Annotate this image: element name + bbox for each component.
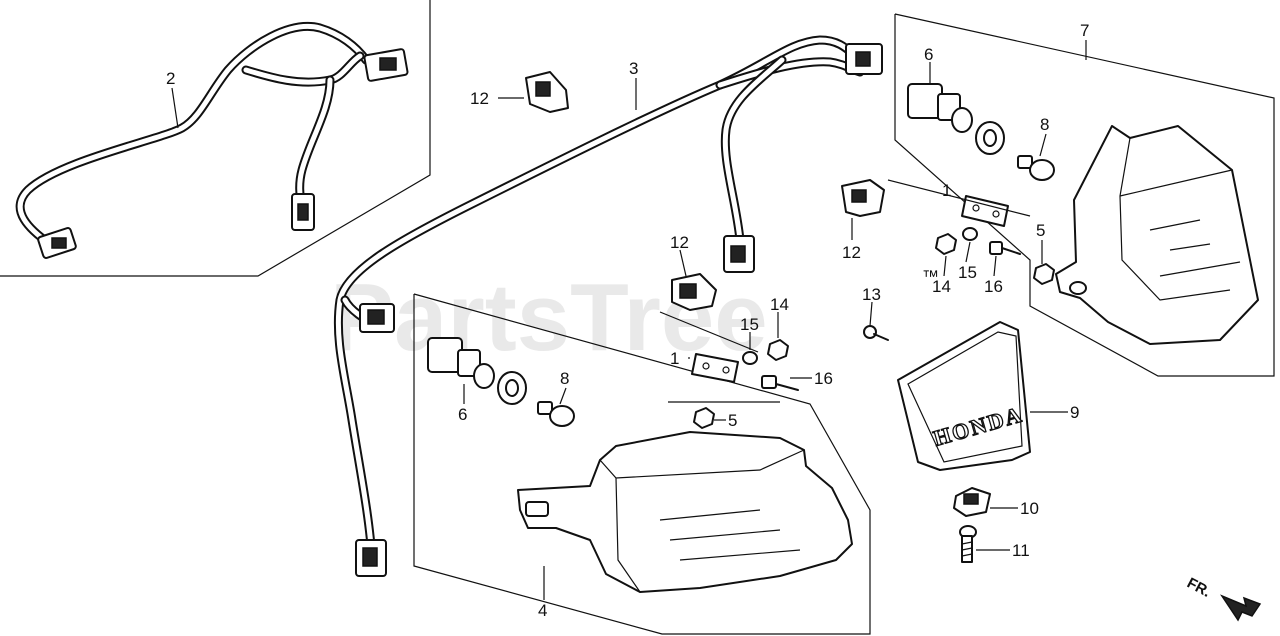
- screw-11[interactable]: [959, 525, 977, 563]
- callout-16-right: 16: [984, 277, 1003, 296]
- bracket-1-left[interactable]: [691, 353, 739, 383]
- watermark-trademark: ™: [922, 267, 939, 286]
- callout-12-middle: 12: [670, 233, 689, 252]
- callout-8-right: 8: [1040, 115, 1049, 134]
- callout-8-left: 8: [560, 369, 569, 388]
- socket-6-left[interactable]: [427, 337, 495, 389]
- emblem-9[interactable]: HONDA: [897, 321, 1031, 471]
- clip-12-top[interactable]: [525, 71, 569, 113]
- callout-5-left: 5: [728, 411, 737, 430]
- callout-6-right: 6: [924, 45, 933, 64]
- leader-8-left: [559, 387, 567, 405]
- callout-4: 4: [538, 601, 547, 620]
- callout-13: 13: [862, 285, 881, 304]
- clip-nut-10[interactable]: [953, 487, 991, 517]
- screw-13[interactable]: [863, 325, 889, 341]
- clip-12-middle[interactable]: [671, 273, 717, 311]
- callout-14-right: 14: [932, 277, 951, 296]
- gasket-right[interactable]: [975, 121, 1005, 155]
- sub-harness-panel: 2: [0, 0, 431, 277]
- leader-15-right: [965, 241, 971, 263]
- direction-label: FR.: [1184, 575, 1213, 601]
- nut-5-right[interactable]: [1033, 263, 1055, 285]
- screw-16-left[interactable]: [761, 375, 799, 391]
- callout-12-right: 12: [842, 243, 861, 262]
- callout-9: 9: [1070, 403, 1079, 422]
- screw-16-right[interactable]: [989, 241, 1021, 255]
- leader-12-middle: [679, 249, 687, 277]
- callout-12-top: 12: [470, 89, 489, 108]
- front-direction-indicator: FR.: [1184, 575, 1262, 622]
- nut-14-left[interactable]: [767, 339, 789, 361]
- leader-1-right-a: [887, 179, 1031, 217]
- right-taillight-assembly-7: 7 6 8: [887, 13, 1275, 377]
- nut-5-left[interactable]: [693, 407, 715, 429]
- clip-12-right[interactable]: [841, 179, 885, 217]
- direction-arrow-icon: [1220, 594, 1262, 622]
- callout-15-right: 15: [958, 263, 977, 282]
- callout-10: 10: [1020, 499, 1039, 518]
- washer-15-right[interactable]: [962, 227, 978, 241]
- callout-5-right: 5: [1036, 221, 1045, 240]
- callout-1-left: 1: [670, 349, 679, 368]
- sub-harness-2[interactable]: [15, 22, 409, 259]
- main-harness-3[interactable]: [333, 35, 883, 577]
- right-panel-border: [894, 13, 1275, 377]
- washer-15-left[interactable]: [742, 351, 758, 365]
- callout-3: 3: [629, 59, 638, 78]
- leader-16-right: [993, 255, 997, 277]
- leader-8-right: [1039, 133, 1047, 157]
- bulb-8-right[interactable]: [1017, 155, 1055, 181]
- bulb-8-left[interactable]: [537, 401, 575, 427]
- leader-14-right: [943, 255, 947, 277]
- sub-harness-panel-border: [0, 0, 431, 277]
- callout-2: 2: [166, 69, 175, 88]
- callout-16-left: 16: [814, 369, 833, 388]
- left-taillight-housing[interactable]: [517, 431, 853, 593]
- leader-1-left-a: [659, 311, 759, 353]
- callout-1-right: 1: [942, 181, 951, 200]
- callout-11: 11: [1012, 541, 1030, 560]
- callout-15-left: 15: [740, 315, 759, 334]
- callout-7: 7: [1080, 21, 1089, 40]
- callout-6-left: 6: [458, 405, 467, 424]
- right-taillight-housing[interactable]: [1055, 125, 1259, 345]
- socket-6-right[interactable]: [907, 83, 973, 133]
- nut-14-right[interactable]: [935, 233, 957, 255]
- callout-14-left: 14: [770, 295, 789, 314]
- gasket-left[interactable]: [497, 371, 527, 405]
- bracket-1-right[interactable]: [961, 195, 1009, 227]
- leader-2: [171, 87, 179, 129]
- left-taillight-assembly-4: 4 6 8 1: [413, 293, 871, 635]
- left-panel-border: [413, 293, 871, 635]
- leader-13: [869, 301, 873, 327]
